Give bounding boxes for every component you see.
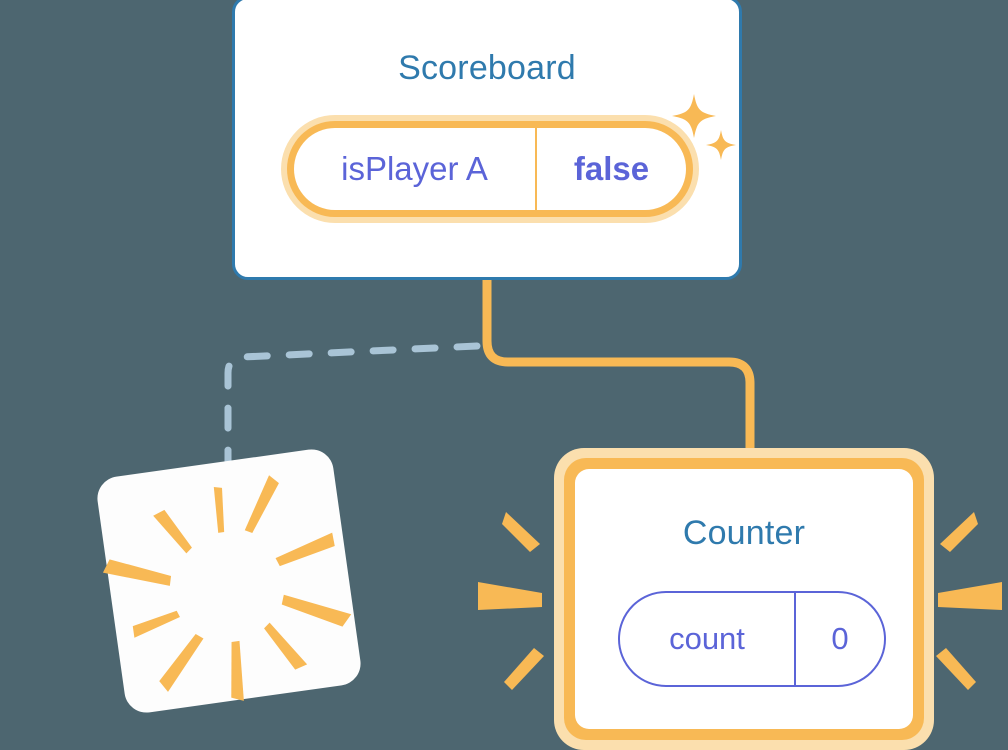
burst-ray	[213, 486, 225, 533]
burst-ray	[936, 648, 976, 690]
burst-ray	[132, 610, 180, 638]
burst-ray	[478, 582, 542, 610]
burst-ray	[102, 559, 172, 586]
burst-ray	[938, 582, 1002, 610]
scoreboard-state-key: isPlayer A	[341, 150, 488, 187]
burst-ray	[231, 640, 244, 701]
scoreboard-state-divider	[535, 128, 537, 210]
burst-ray	[504, 648, 544, 690]
burst-ray	[159, 633, 204, 692]
node-scoreboard[interactable]: Scoreboard isPlayer A false	[232, 0, 742, 280]
burst-ray	[153, 509, 192, 554]
counter-state-divider	[794, 593, 796, 685]
connector-scoreboard-to-counter	[482, 278, 755, 456]
counter-state-pill[interactable]: count 0	[618, 591, 886, 687]
scoreboard-title: Scoreboard	[398, 49, 576, 87]
scoreboard-state-value: false	[573, 150, 650, 187]
burst-ray	[502, 512, 540, 552]
burst-ray	[940, 512, 978, 552]
scoreboard-state-pill-core: isPlayer A false	[294, 128, 686, 210]
scoreboard-state-pill[interactable]: isPlayer A false	[281, 115, 699, 223]
counter-state-key: count	[669, 621, 745, 656]
sparkle-small-icon	[706, 130, 736, 160]
burst-ray	[275, 532, 335, 567]
burst-ray	[281, 594, 352, 627]
counter-title: Counter	[682, 514, 806, 552]
blank-card-burst-rays	[102, 475, 352, 701]
sparkle-large-icon	[672, 94, 716, 138]
burst-ray	[244, 475, 279, 533]
burst-ray	[264, 622, 308, 670]
sparkle-group	[672, 94, 736, 160]
counter-state-value: 0	[831, 621, 849, 656]
scoreboard-state-pill-ring: isPlayer A false	[287, 121, 693, 217]
node-counter[interactable]: Counter count 0	[554, 448, 934, 750]
counter-surface: Counter count 0	[575, 469, 913, 729]
node-blank-card[interactable]	[78, 446, 378, 738]
counter-highlight-ring: Counter count 0	[564, 458, 924, 740]
